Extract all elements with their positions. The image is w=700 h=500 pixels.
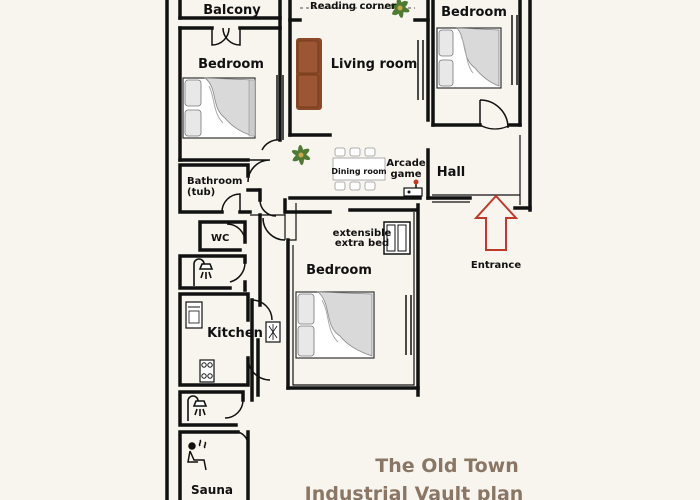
door-wc <box>226 223 246 243</box>
walls <box>165 0 532 500</box>
label-reading-corner: Reading corner <box>310 1 396 12</box>
bed-icon <box>436 27 502 89</box>
bed-icon <box>295 291 375 359</box>
extra-bed-icon <box>383 221 411 255</box>
plan-title-line1: The Old Town <box>375 455 518 477</box>
label-wc: WC <box>211 233 229 244</box>
wall-bedroom-center-top <box>283 198 417 214</box>
shower-icon <box>193 258 214 286</box>
label-bathroom-sub: (tub) <box>187 187 215 198</box>
label-bedroom-top-right: Bedroom <box>441 5 507 20</box>
door-balcony-right <box>222 27 241 46</box>
fridge-icon <box>265 321 281 343</box>
plant-icon <box>390 0 410 18</box>
window-living <box>417 40 424 100</box>
dining-table-icon <box>332 147 386 191</box>
label-arcade-line2: game <box>390 169 421 180</box>
door-bedroom-tr <box>479 124 511 130</box>
label-bedroom-center: Bedroom <box>306 263 372 278</box>
label-extra-bed-line2: extra bed <box>335 238 389 249</box>
door-center-bedroom <box>262 217 286 241</box>
label-balcony: Balcony <box>203 3 261 18</box>
door-sauna <box>237 431 249 449</box>
door-balcony-left <box>211 27 230 46</box>
label-bathroom: Bathroom <box>187 176 242 187</box>
window-bedroom-left <box>276 75 284 140</box>
wall-corridor-right <box>256 188 262 397</box>
door-kitchen-2 <box>247 357 271 381</box>
door-bathroom <box>221 193 241 213</box>
plan-title-line2: Industrial Vault plan <box>305 483 524 500</box>
door-living <box>261 139 281 151</box>
inner-line-center-room <box>292 212 415 386</box>
label-living-room: Living room <box>331 57 418 72</box>
label-dining-room: Dining room <box>331 167 386 176</box>
doors <box>211 27 511 449</box>
door-kitchen <box>247 295 273 321</box>
label-bedroom-left: Bedroom <box>198 57 264 72</box>
label-arcade-line1: Arcade <box>386 158 426 169</box>
label-kitchen: Kitchen <box>207 326 263 341</box>
wall-sauna-shower <box>178 390 245 427</box>
plant-icon <box>291 145 311 165</box>
door-shower <box>229 261 246 283</box>
door-bedroom-tr-swing <box>479 99 509 129</box>
wall-bathroom <box>178 163 252 214</box>
shower-icon <box>187 395 208 421</box>
window-bedroom-center <box>405 295 412 355</box>
window-bedroom-tr <box>511 15 518 85</box>
label-extra-bed-line1: extensible <box>333 228 392 239</box>
stove-icon <box>199 359 215 383</box>
inner-line-corridor <box>250 203 297 241</box>
inner-lines <box>250 135 521 386</box>
sofa-icon <box>296 38 322 110</box>
wall-corridor-mid <box>246 188 260 402</box>
label-sauna: Sauna <box>191 483 233 497</box>
label-entrance: Entrance <box>471 260 521 271</box>
wall-shower-box <box>178 254 247 292</box>
wall-kitchen <box>178 292 250 387</box>
oven-icon <box>185 301 203 329</box>
door-sauna-shower <box>224 399 244 419</box>
door-bedroom-left <box>247 159 271 183</box>
wall-hall-bottom <box>426 196 532 210</box>
windows <box>276 7 518 355</box>
label-hall: Hall <box>437 165 466 180</box>
bed-icon <box>182 77 256 139</box>
door-corridor <box>259 199 277 217</box>
arcade-icon <box>403 179 423 197</box>
sauna-person-icon <box>187 439 207 471</box>
inner-line-hall <box>432 135 521 205</box>
arrow-up-icon <box>473 194 519 251</box>
